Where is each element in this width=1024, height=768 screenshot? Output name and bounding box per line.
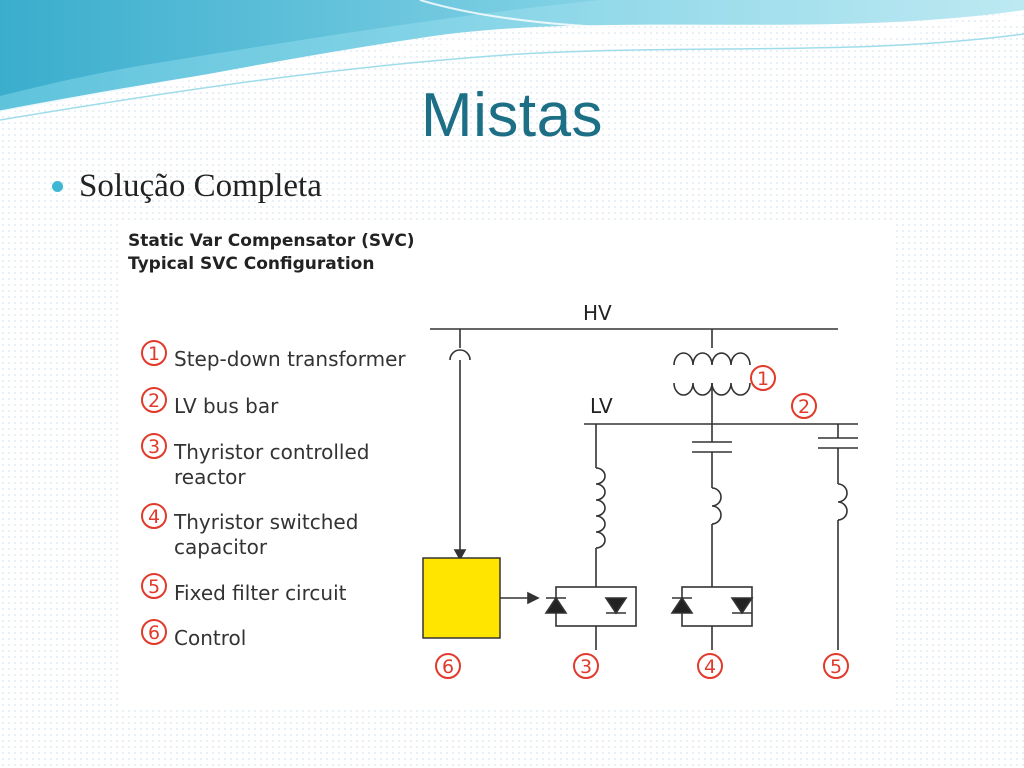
bullet-item: Solução Completa <box>52 168 322 205</box>
legend-number-2: 2 <box>148 390 160 412</box>
diagram-markers: 1 2 6 3 4 5 <box>435 365 849 679</box>
tcr-thyristor-frame <box>555 586 637 627</box>
measurement-sensor-icon <box>449 349 471 361</box>
legend-label-4b: capacitor <box>174 535 268 559</box>
legend-item-6: 6 Control <box>141 619 246 650</box>
legend-label-4a: Thyristor switched <box>173 510 358 534</box>
legend-item-3: 3 Thyristor controlled reactor <box>141 433 369 489</box>
legend-item-5: 5 Fixed filter circuit <box>141 573 347 605</box>
marker-control: 6 <box>442 656 454 678</box>
svc-diagram: Static Var Compensator (SVC) Typical SVC… <box>128 231 858 679</box>
marker-filter: 5 <box>830 656 842 678</box>
tsc-reactor-icon <box>711 487 722 525</box>
legend-label-3b: reactor <box>174 465 246 489</box>
circuit <box>430 328 858 650</box>
legend-label-2: LV bus bar <box>174 394 279 418</box>
legend-label-3a: Thyristor controlled <box>173 440 369 464</box>
legend-number-4: 4 <box>148 506 160 528</box>
legend-label-5: Fixed filter circuit <box>174 581 347 605</box>
slide-title: Mistas <box>420 81 604 150</box>
legend-item-1: 1 Step-down transformer <box>141 340 406 371</box>
legend-label-1: Step-down transformer <box>174 347 406 371</box>
control-signal-arrow-icon <box>527 591 540 605</box>
legend-number-6: 6 <box>148 622 160 644</box>
marker-bus: 2 <box>798 396 810 418</box>
bullet-dot-icon <box>52 181 63 192</box>
filter-reactor-icon <box>837 483 848 521</box>
arrow-to-control-icon <box>453 549 467 561</box>
marker-transformer: 1 <box>757 368 769 390</box>
control-box <box>422 557 501 639</box>
legend-number-5: 5 <box>148 576 160 598</box>
tcr-reactor-icon <box>595 467 606 549</box>
figure-heading-line2: Typical SVC Configuration <box>128 254 374 274</box>
legend: 1 Step-down transformer 2 LV bus bar 3 T… <box>141 340 406 650</box>
figure-heading-line1: Static Var Compensator (SVC) <box>128 231 415 251</box>
legend-number-1: 1 <box>148 343 160 365</box>
legend-label-6: Control <box>174 626 246 650</box>
legend-item-2: 2 LV bus bar <box>141 387 279 418</box>
svc-diagram-figure: Static Var Compensator (SVC) Typical SVC… <box>118 220 896 710</box>
header-wave-decoration <box>0 0 1024 121</box>
hv-label: HV <box>583 301 612 325</box>
bullet-text: Solução Completa <box>79 168 322 204</box>
lv-label: LV <box>590 394 613 418</box>
marker-tcr: 3 <box>580 656 592 678</box>
legend-number-3: 3 <box>148 436 160 458</box>
legend-item-4: 4 Thyristor switched capacitor <box>141 503 358 559</box>
marker-tsc: 4 <box>704 656 716 678</box>
transformer-primary-coil-icon <box>673 352 751 366</box>
